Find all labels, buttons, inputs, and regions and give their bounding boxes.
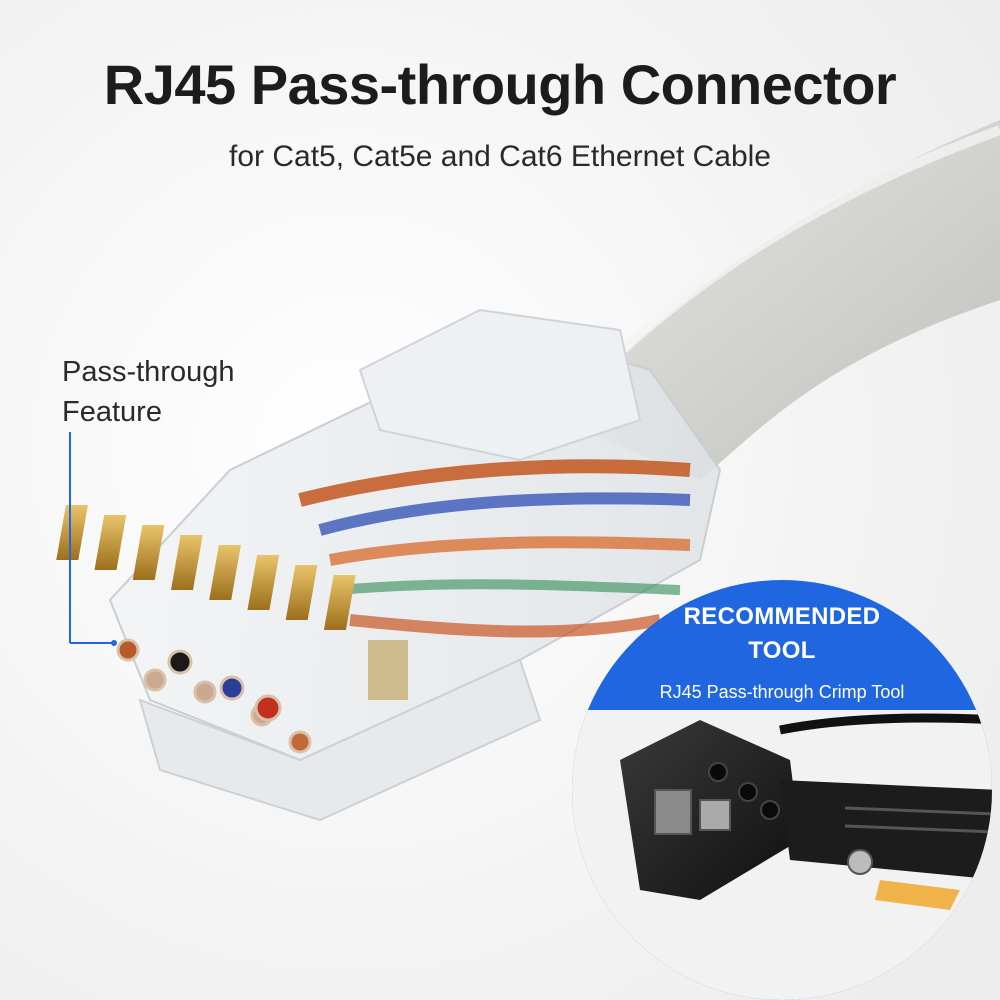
page-title: RJ45 Pass-through Connector [103,53,897,116]
callout-pointer [69,432,117,646]
tool-name: RJ45 Pass-through Crimp Tool [659,682,905,702]
callout-line-2: Feature [62,396,162,428]
recommended-tool-heading: RECOMMENDED TOOL [572,600,992,668]
gold-contacts [56,505,356,630]
wire-ends [116,638,408,754]
locking-tab [358,308,642,462]
recommended-label: RECOMMENDED [683,603,881,630]
callout-line-1: Pass-through [62,356,235,388]
pass-through-callout: Pass-through Feature [62,352,282,432]
tool-label: TOOL [748,637,816,664]
recommended-tool-text: RECOMMENDED TOOL RJ45 Pass-through Crimp… [572,600,992,703]
rj45-plug [108,308,722,822]
page-subtitle: for Cat5, Cat5e and Cat6 Ethernet Cable [229,140,771,173]
